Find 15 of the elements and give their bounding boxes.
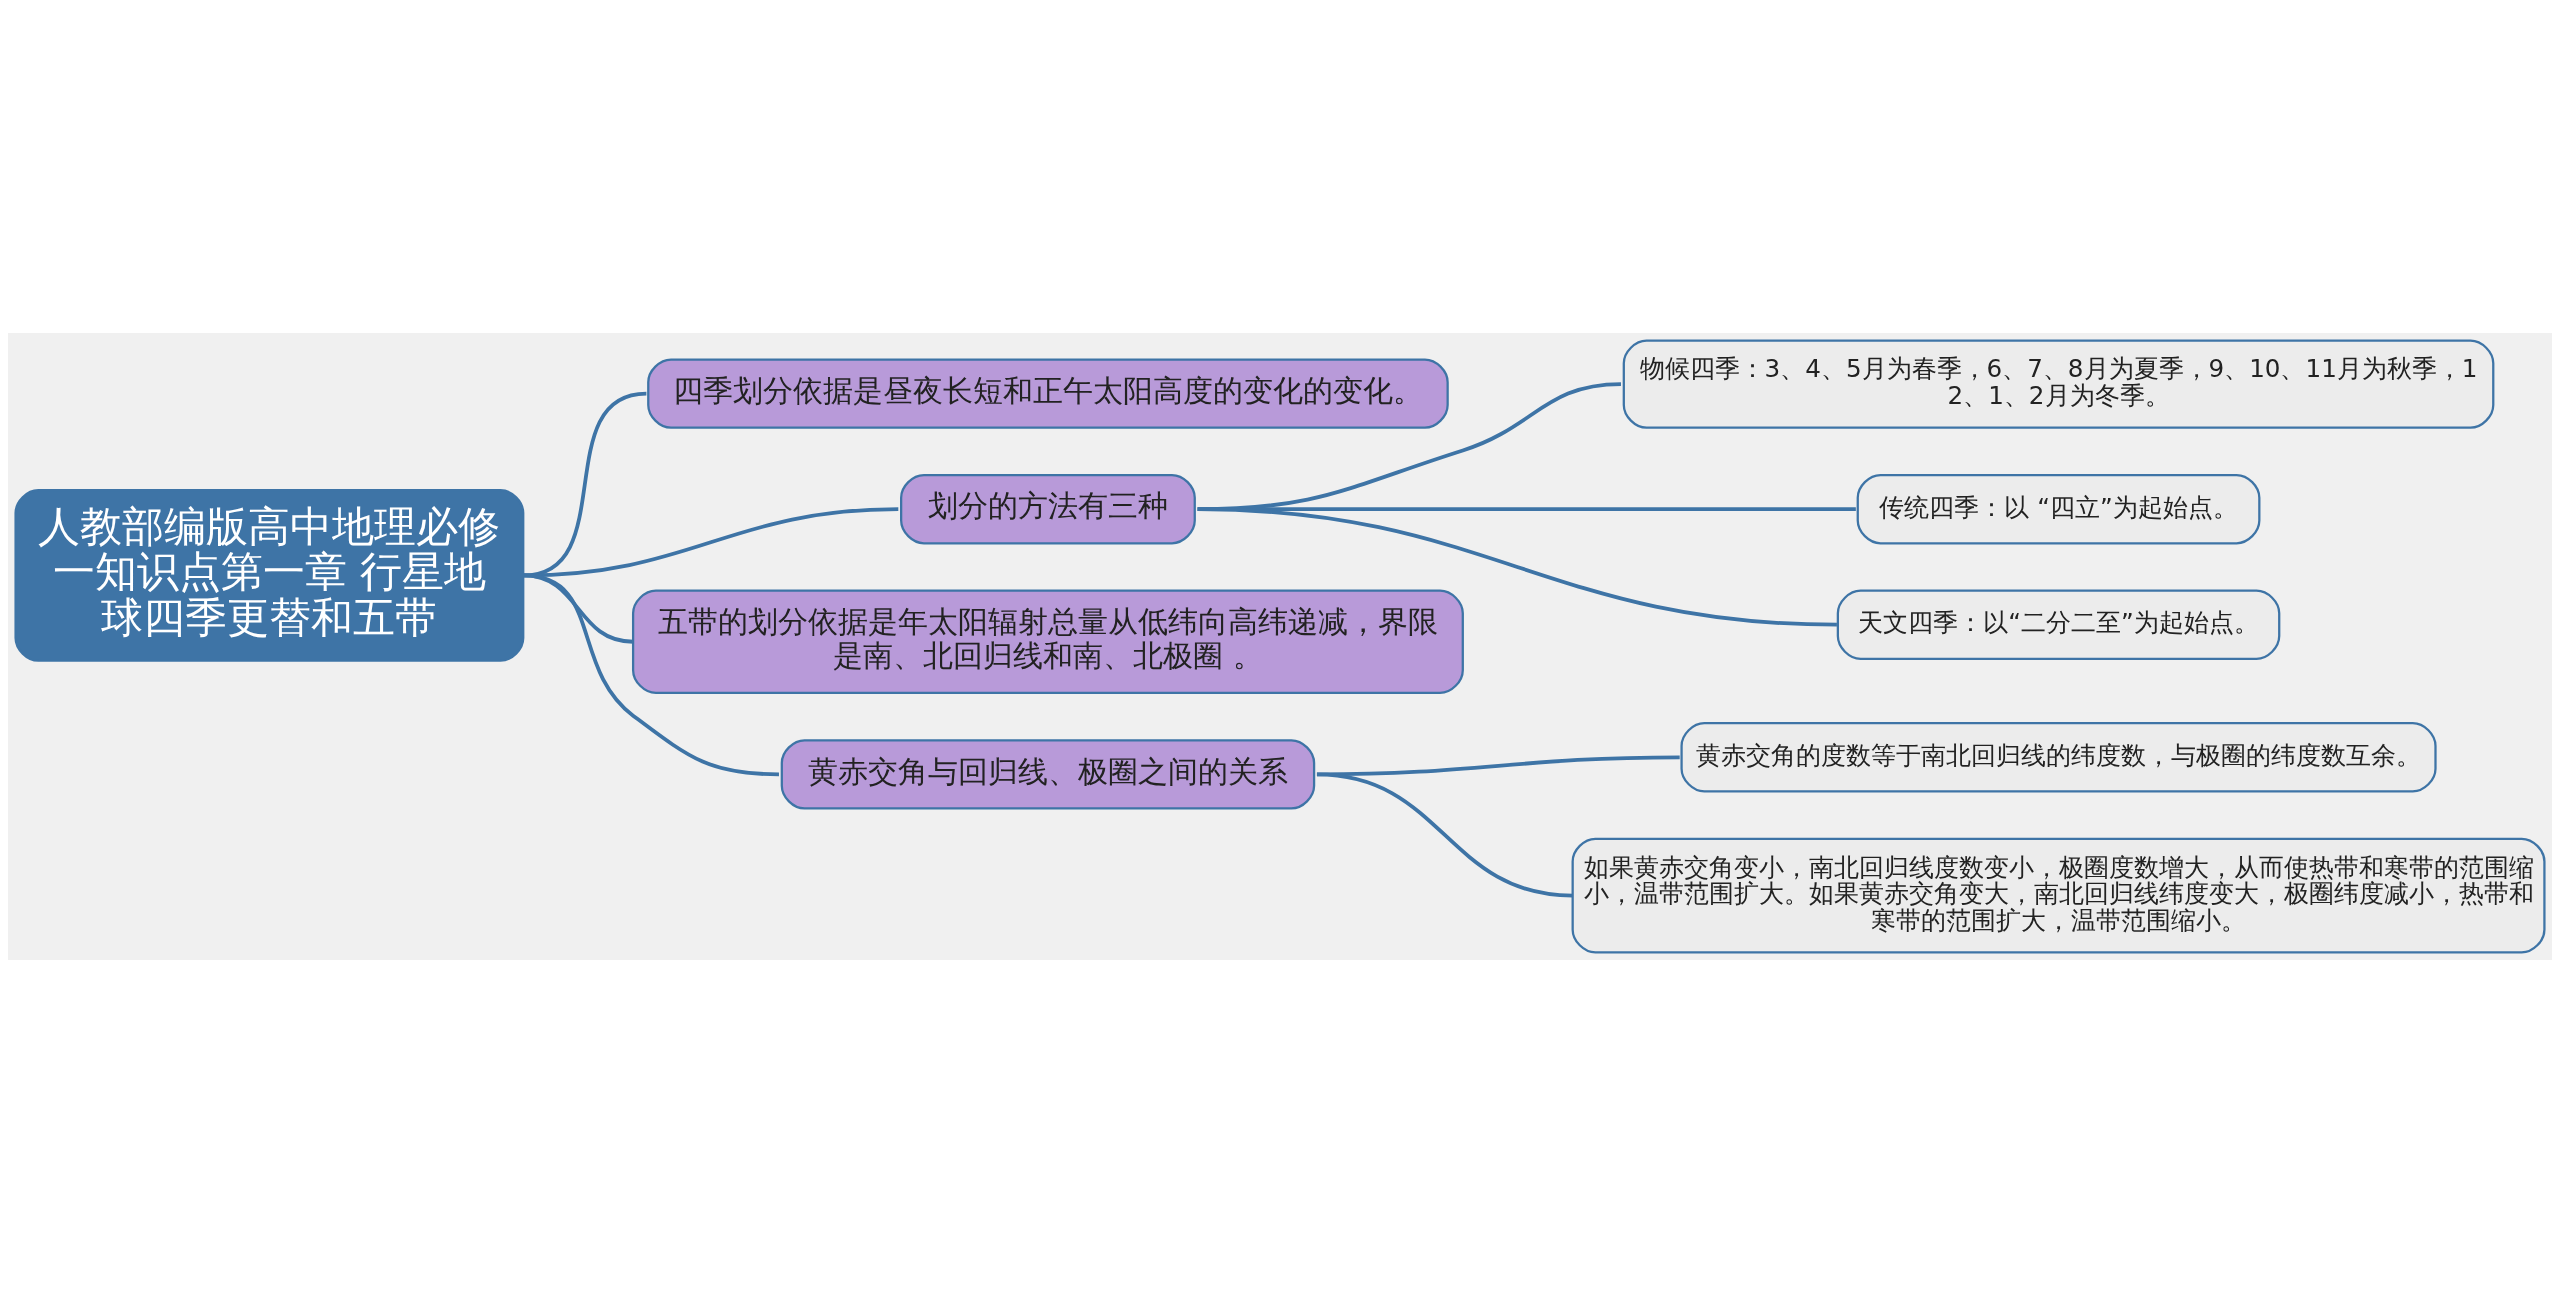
connector (1316, 755, 1680, 777)
node-box: 黄赤交角与回归线、极圈之间的关系 (780, 739, 1316, 810)
node-box: 五带的划分依据是年太阳辐射总量从低纬向高纬递减，界限是南、北回归线和南、北极圈 。 (631, 589, 1464, 695)
connector (523, 573, 779, 777)
node-box: 传统四季：以 “四立”为起始点。 (1856, 473, 2261, 545)
node-box: 黄赤交角的度数等于南北回归线的纬度数，与极圈的纬度数互余。 (1680, 722, 2437, 793)
node-box: 物候四季：3、4、5月为春季，6、7、8月为夏季，9、10、11月为秋季，12、1、2月为冬季。 (1622, 339, 2495, 429)
node-box: 人教部编版高中地理必修一知识点第一章 行星地球四季更替和五带 (14, 489, 525, 662)
connector (1316, 772, 1573, 898)
node-box: 划分的方法有三种 (900, 473, 1196, 545)
connector (523, 507, 899, 578)
node-box: 天文四季：以“二分二至”为起始点。 (1836, 589, 2281, 660)
connector (1197, 507, 1837, 627)
node-box: 四季划分依据是昼夜长短和正午太阳高度的变化的变化。 (647, 358, 1449, 429)
node-box: 如果黄赤交角变小，南北回归线度数变小，极圈度数增大，从而使热带和寒带的范围缩小，温带范围扩大。如果黄赤交角变大，南北回归线纬度变大，极圈纬度减小，热带和寒带的范围扩大，温带范围缩小。 (1571, 837, 2546, 954)
